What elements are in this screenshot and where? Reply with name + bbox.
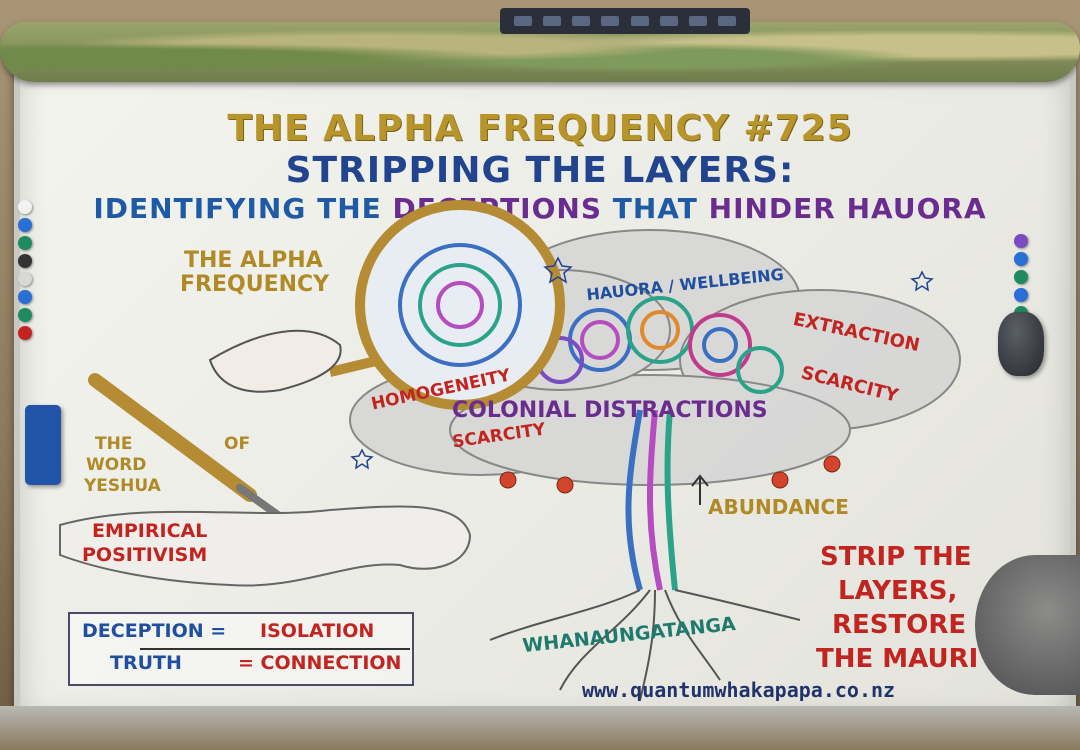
label-empirical: EMPIRICAL [92,520,208,542]
label-layers: LAYERS, [838,576,958,606]
apples [499,455,841,494]
website-url: www.quantumwhakapapa.co.nz [582,678,896,702]
marker-tray [0,706,1080,750]
label-positivism: POSITIVISM [82,544,208,566]
title-line-2: STRIPPING THE LAYERS: [285,150,795,191]
label-colonial-distractions: COLONIAL DISTRACTIONS [452,398,768,423]
label-strip-the: STRIP THE [820,542,972,572]
tree-trunk [625,409,678,591]
eq-isolation: ISOLATION [260,620,375,642]
eq-truth: TRUTH [110,652,182,674]
label-the: THE [95,434,133,454]
magnets-right [1014,230,1028,324]
hand-sketch [208,329,342,393]
label-the-mauri: THE MAURI [816,644,979,674]
title-3-part-a: IDENTIFYING THE [93,192,393,225]
title-line-3: IDENTIFYING THE DECEPTIONS THAT HINDER H… [0,192,1080,225]
label-the-alpha: THE ALPHA [184,248,323,273]
title-3-part-c: THAT [602,192,709,225]
top-power-strip [500,8,750,34]
label-frequency: FREQUENCY [180,272,330,297]
equation-divider [140,648,410,650]
whiteboard-eraser [25,405,61,485]
magnifying-glass-icon [328,200,565,410]
title-3-part-d: HINDER HAUORA [708,192,987,225]
peeled-scroll [59,505,472,587]
label-word: WORD [86,455,147,475]
equation-box: DECEPTION = ISOLATION TRUTH = CONNECTION [68,612,414,686]
label-of: OF [224,434,251,454]
eq-deception: DECEPTION = [82,620,227,642]
label-abundance: ABUNDANCE [708,495,849,519]
abundance-arrow [691,474,709,505]
label-yeshua: YESHUA [84,476,161,496]
tree-canopy-swirls [536,296,784,394]
star-doodles [350,256,934,470]
magnets-left [18,196,32,344]
title-line-1: THE ALPHA FREQUENCY #725 [227,108,853,149]
label-restore: RESTORE [832,610,967,640]
eq-connection: = CONNECTION [238,652,402,674]
mouse-device [998,312,1044,376]
tree-roots [489,589,801,701]
lamp-fixture [975,555,1080,695]
